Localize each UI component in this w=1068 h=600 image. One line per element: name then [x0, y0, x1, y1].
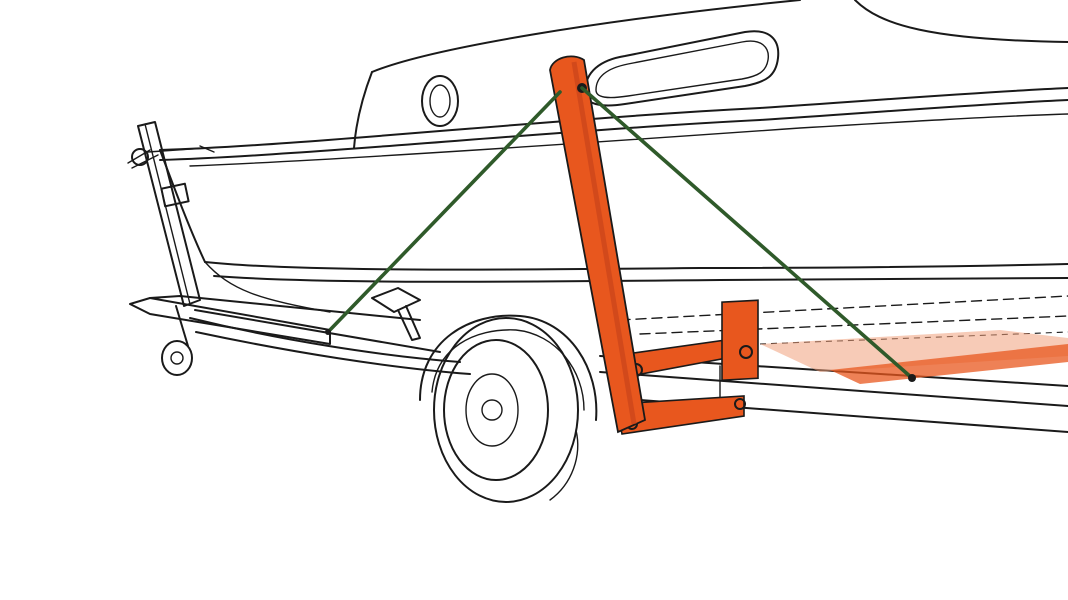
mast-support-bracket: [610, 299, 759, 435]
shroud-lines: [325, 86, 916, 382]
mudguard: [419, 314, 598, 421]
cabin: [421, 30, 780, 127]
trailer-wheel: [419, 314, 598, 503]
winch-post: [127, 121, 215, 307]
trailer-tongue: [129, 297, 331, 345]
mast-support-post: [549, 55, 647, 434]
support-brace: [760, 330, 1068, 384]
cabin-window: [584, 30, 780, 107]
jockey-wheel: [161, 305, 193, 376]
porthole: [421, 75, 459, 127]
